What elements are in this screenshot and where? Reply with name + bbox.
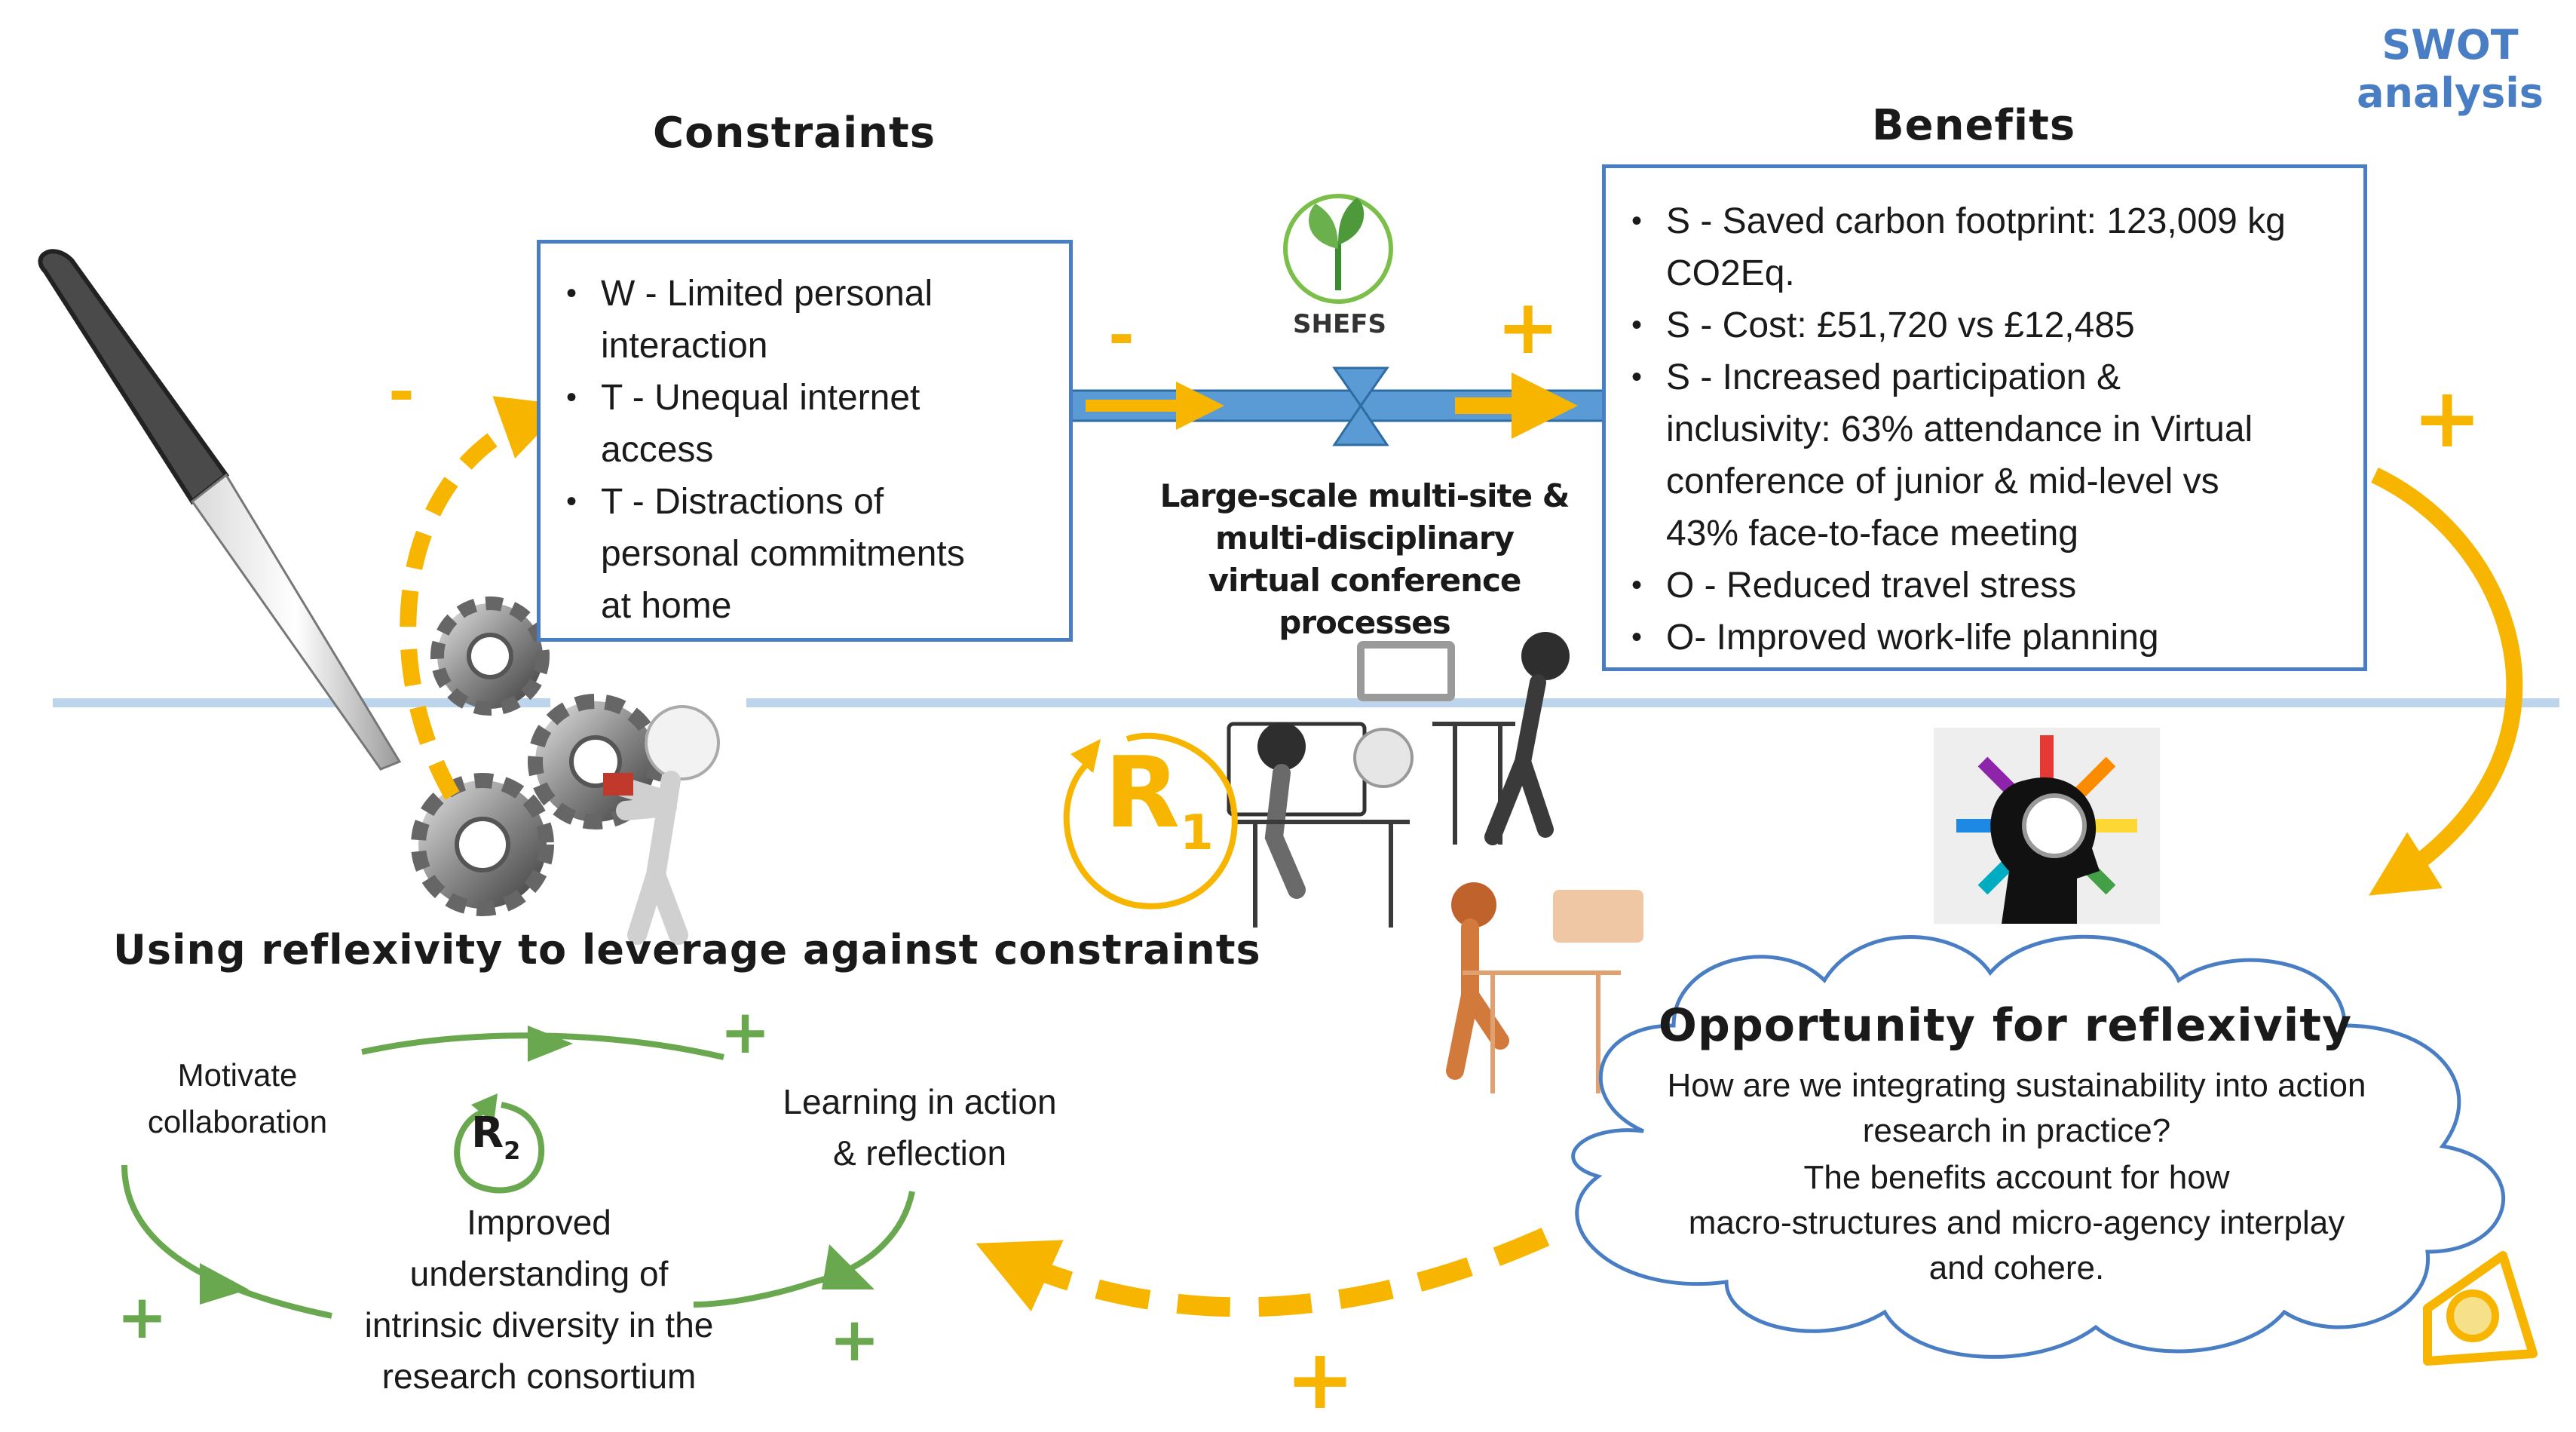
learning-line: Learning in action [783,1082,1057,1121]
constraint-item: W - Limited personal interaction [557,268,1054,372]
constraints-heading: Constraints [653,109,936,158]
plus-sign: + [720,997,771,1067]
r1-loop-arrowhead [1071,739,1101,773]
constraint-item: T - Distractions of personal commitments… [557,476,1054,632]
improved-label: Improved understanding of intrinsic dive… [302,1197,776,1402]
plus-sign: + [117,1282,168,1352]
valve-icon [1332,366,1389,446]
benefit-item-line: inclusivity: 63% attendance in Virtual [1666,409,2253,449]
benefits-box: S - Saved carbon footprint: 123,009 kg C… [1602,164,2367,671]
minus-sign: - [1108,298,1135,372]
opportunity-question-line: research in practice? [1862,1112,2171,1149]
swot-line2: analysis [2357,69,2544,117]
plus-sign: + [1285,1331,1355,1427]
constraint-item-line: W - Limited personal [601,274,933,314]
opportunity-benefits-text: The benefits account for how macro-struc… [1583,1155,2450,1291]
learning-label: Learning in action & reflection [731,1076,1108,1179]
people-illustration [1227,632,1643,1093]
opportunity-question: How are we integrating sustainability in… [1583,1063,2450,1154]
benefit-item: S - Cost: £51,720 vs £12,485 [1622,299,2353,351]
motivate-label: Motivate collaboration [121,1052,354,1145]
shefs-logo [1283,194,1393,304]
benefit-item-line: S - Saved carbon footprint: 123,009 kg [1666,201,2286,241]
dashed-arrow-left [400,396,567,800]
head-rainbow-illustration [1934,728,2160,924]
r1-loop-arrow [1063,732,1238,909]
process-line: Large-scale multi-site & [1159,477,1570,514]
benefit-item: O - Reduced travel stress [1622,560,2353,612]
improved-line: research consortium [381,1357,697,1396]
improved-line: Improved [467,1203,611,1242]
plus-sign: + [2412,369,2483,466]
gears-illustration [411,596,663,916]
dashed-arrow-bottom [976,1228,1550,1317]
constraint-item-line: interaction [601,326,768,366]
benefit-item-line: 43% face-to-face meeting [1666,514,2078,553]
plus-sign: + [829,1305,881,1375]
process-label: Large-scale multi-site & multi-disciplin… [1123,475,1606,644]
minus-sign: - [388,354,415,428]
opportunity-benefits-line: The benefits account for how [1803,1159,2230,1196]
improved-line: intrinsic diversity in the [364,1305,714,1345]
reflexivity-title: Using reflexivity to leverage against co… [113,926,1261,974]
benefit-item-line: O- Improved work-life planning [1666,618,2159,658]
constraints-box: W - Limited personal interaction T - Une… [537,240,1073,642]
shefs-logo-text: SHEFS [1293,309,1386,339]
benefit-item-line: CO2Eq. [1666,253,1795,293]
swot-label: SWOT analysis [2337,21,2563,118]
benefit-item: O- Improved work-life planning [1622,612,2353,664]
process-pipe [1069,373,1615,439]
constraint-item: T - Unequal internet access [557,372,1054,476]
curved-arrow-right [2369,468,2523,896]
plus-sign: + [1496,283,1560,371]
r2-letter: R [471,1108,504,1158]
benefit-item-line: conference of junior & mid-level vs [1666,461,2219,501]
constraint-item-line: T - Distractions of [601,482,884,522]
reinforcing-loop-r2 [121,1026,915,1319]
process-line: multi-disciplinary [1215,520,1515,557]
r1-label: R1 [1104,735,1214,861]
motivate-line: Motivate [177,1057,298,1093]
constraint-item-line: T - Unequal internet [601,378,920,418]
benefits-list: S - Saved carbon footprint: 123,009 kg C… [1622,195,2353,664]
r2-subscript: 2 [504,1136,521,1165]
r1-letter: R [1104,735,1181,850]
swot-line1: SWOT [2381,21,2519,69]
benefit-item-line: O - Reduced travel stress [1666,566,2077,606]
benefit-item: S - Saved carbon footprint: 123,009 kg C… [1622,195,2353,299]
benefit-item-line: S - Cost: £51,720 vs £12,485 [1666,305,2135,345]
benefits-heading: Benefits [1872,101,2076,150]
constraints-list: W - Limited personal interaction T - Une… [557,268,1054,632]
knife-illustration [38,249,402,771]
r1-subscript: 1 [1180,805,1214,861]
eye-icon [2423,1251,2538,1366]
process-line: virtual conference processes [1208,562,1522,641]
opportunity-title: Opportunity for reflexivity [1658,999,2353,1052]
learning-line: & reflection [832,1133,1007,1173]
opportunity-benefits-line: macro-structures and micro-agency interp… [1688,1204,2345,1241]
constraint-item-line: at home [601,586,732,626]
benefit-item-line: S - Increased participation & [1666,357,2121,397]
opportunity-benefits-line: and cohere. [1928,1250,2105,1286]
opportunity-cloud [1571,934,2506,1359]
motivate-line: collaboration [147,1104,328,1139]
benefit-item: S - Increased participation & inclusivit… [1622,351,2353,560]
constraint-item-line: personal commitments [601,534,965,574]
r2-label: R2 [471,1108,520,1165]
constraint-item-line: access [601,430,714,470]
stick-figure [603,705,720,945]
opportunity-question-line: How are we integrating sustainability in… [1667,1067,2366,1104]
improved-line: understanding of [409,1254,669,1293]
